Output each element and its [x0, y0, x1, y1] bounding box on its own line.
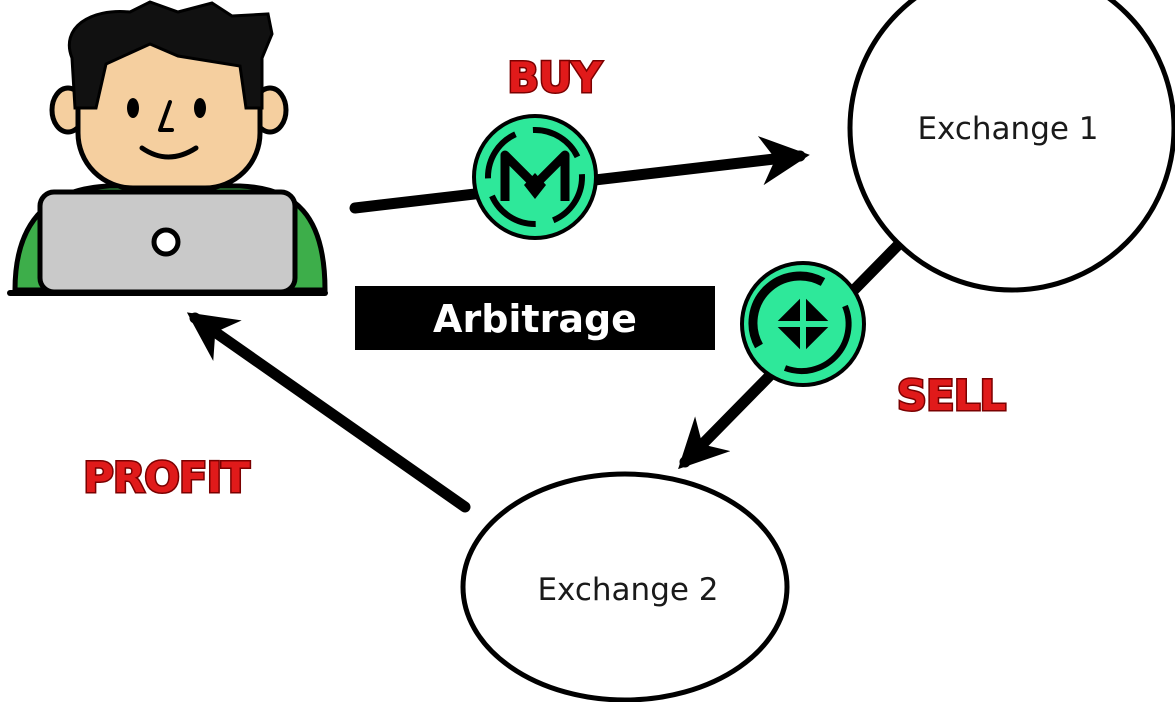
buy-label: BUY — [507, 53, 602, 102]
exchange-2-label: Exchange 2 — [537, 572, 718, 608]
exchange-1-label: Exchange 1 — [917, 111, 1098, 147]
hair — [67, 0, 274, 110]
sell-label: SELL — [897, 371, 1006, 420]
crypto-coin-icon — [740, 261, 866, 387]
crypto-coin-icon — [472, 114, 598, 240]
exchange-1-node: Exchange 1 — [847, 0, 1175, 293]
profit-arrow — [186, 312, 471, 513]
person-with-laptop-icon — [7, 0, 328, 296]
exchange-2-node: Exchange 2 — [460, 471, 790, 702]
arbitrage-title: Arbitrage — [433, 297, 637, 341]
profit-label: PROFIT — [83, 453, 250, 502]
arbitrage-title-box: Arbitrage — [355, 286, 715, 350]
